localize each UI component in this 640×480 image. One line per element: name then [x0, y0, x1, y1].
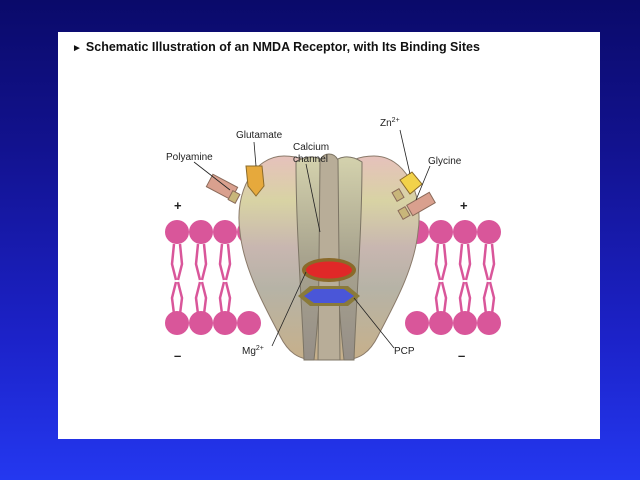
- nmda-receptor-diagram: Polyamine Glutamate Calcium channel Zn2+…: [165, 117, 501, 363]
- label-mg: Mg2+: [242, 345, 264, 357]
- leader-lines: [193, 129, 431, 349]
- sign-top-left: +: [174, 198, 182, 213]
- lipid-bilayer-right: [405, 220, 501, 335]
- label-pcp: PCP: [394, 346, 415, 357]
- label-zn-symbol: Zn: [380, 118, 392, 129]
- glycine-site: [397, 191, 436, 221]
- triangle-bullet-icon: ►: [72, 43, 82, 54]
- lipid-bilayer-left: [165, 220, 261, 335]
- receptor-protein: [238, 153, 420, 361]
- label-glycine: Glycine: [428, 156, 462, 167]
- slide-title-text: Schematic Illustration of an NMDA Recept…: [85, 40, 480, 54]
- label-polyamine: Polyamine: [166, 152, 213, 163]
- slide-title: ►Schematic Illustration of an NMDA Recep…: [72, 40, 480, 54]
- label-mg-symbol: Mg: [242, 346, 256, 357]
- label-zn-charge: 2+: [392, 117, 400, 124]
- sign-top-right: +: [460, 198, 468, 213]
- label-zn: Zn2+: [380, 117, 400, 129]
- polyamine-site: [205, 173, 241, 204]
- sign-bottom-right: –: [458, 348, 465, 363]
- slide-panel: ►Schematic Illustration of an NMDA Recep…: [58, 32, 600, 439]
- label-calcium-channel-line2: channel: [293, 154, 328, 165]
- pcp-binding-site: [298, 286, 360, 306]
- sign-bottom-left: –: [174, 348, 181, 363]
- label-mg-charge: 2+: [256, 345, 264, 352]
- zn-site: [391, 171, 423, 203]
- label-calcium-channel-line1: Calcium: [293, 142, 329, 153]
- label-glutamate: Glutamate: [236, 130, 283, 141]
- mg-binding-site: [302, 258, 356, 282]
- glutamate-site: [245, 165, 265, 197]
